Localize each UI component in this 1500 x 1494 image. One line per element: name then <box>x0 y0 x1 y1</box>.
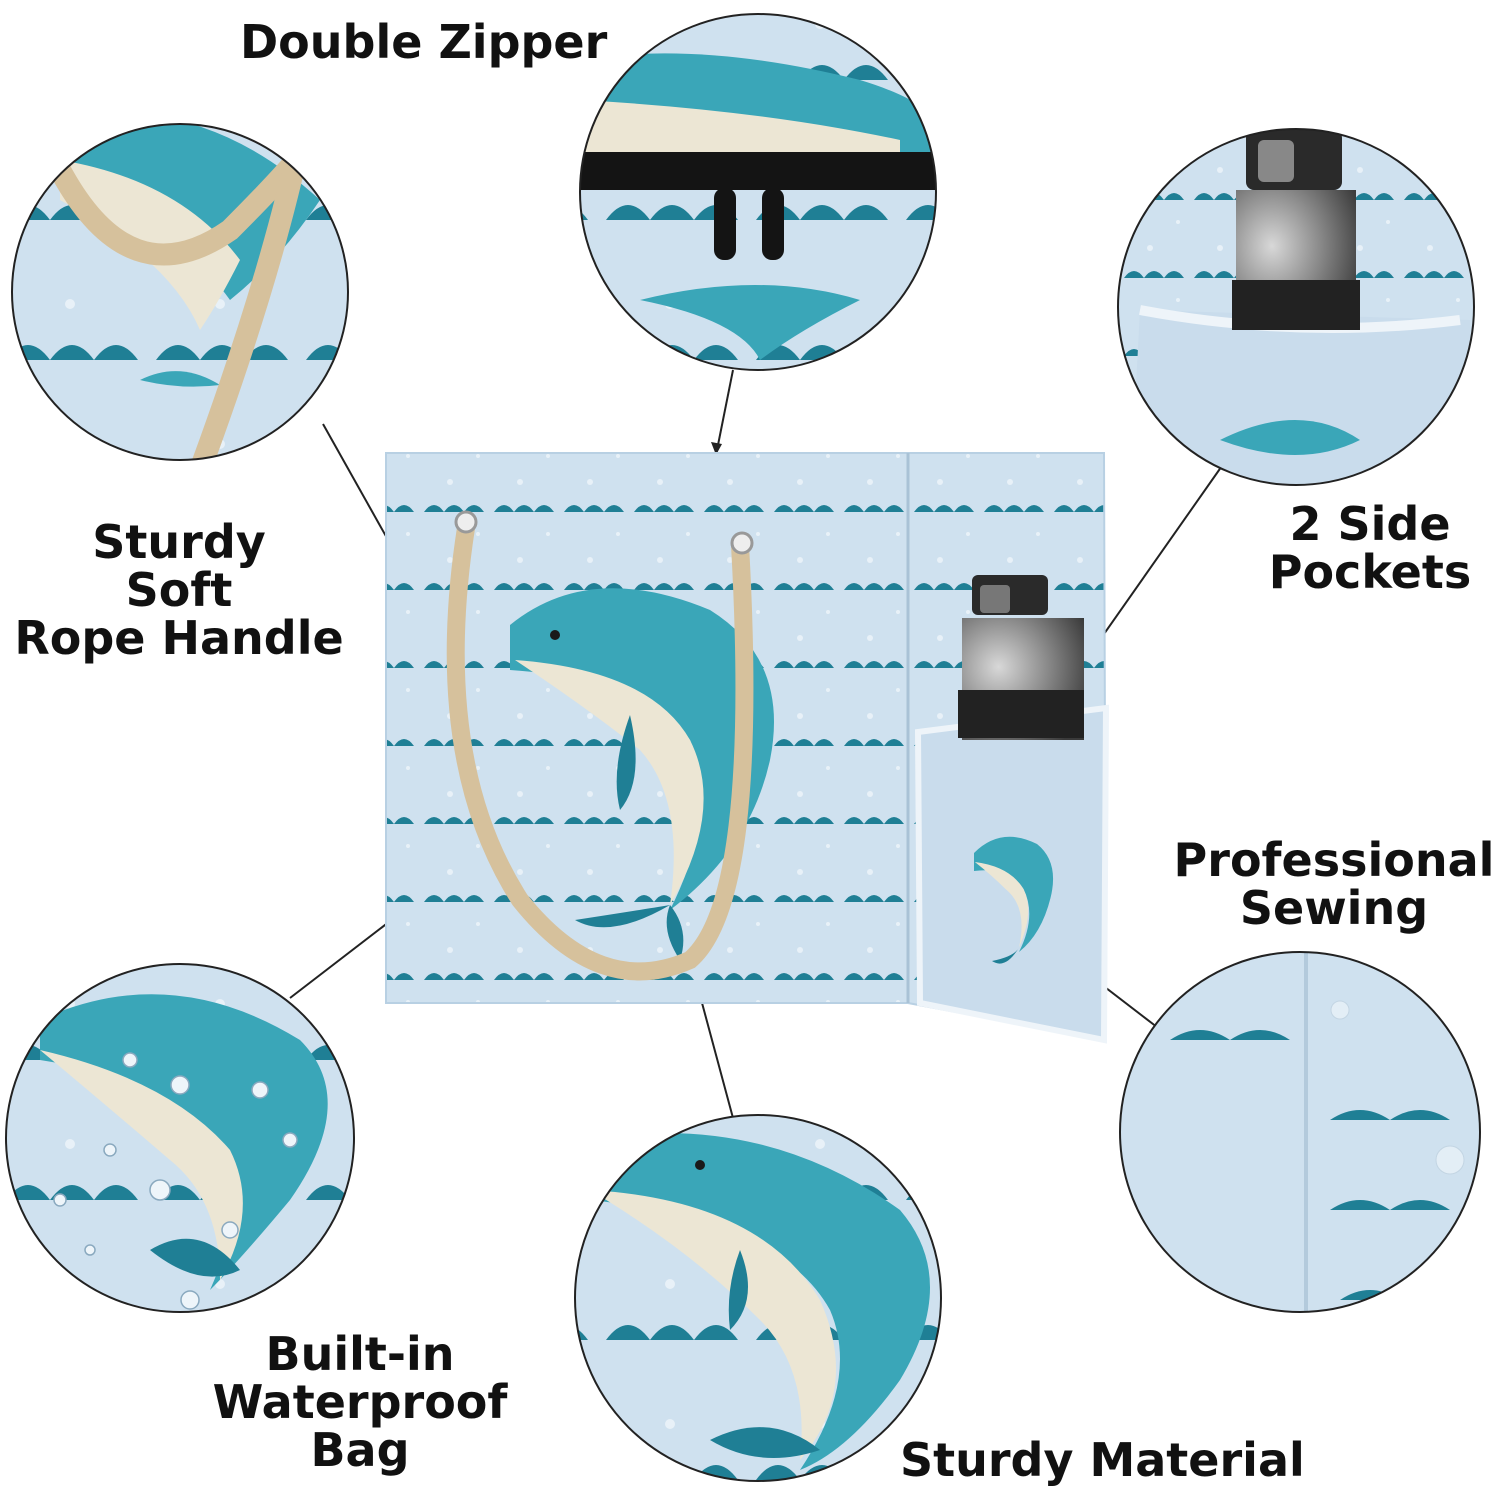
label-side-pockets: 2 Side Pockets <box>1255 500 1485 596</box>
detail-circle-material <box>575 1115 941 1481</box>
detail-circle-zipper <box>580 14 936 370</box>
pocket-dolphin-icon <box>974 836 1054 964</box>
label-waterproof-bag: Built-in Waterproof Bag <box>200 1330 520 1474</box>
label-professional-sewing: Professional Sewing <box>1170 836 1498 932</box>
detail-circle-rope <box>12 124 348 460</box>
label-rope-handle-line1: Sturdy <box>92 515 266 569</box>
label-side-pockets-line2: Pockets <box>1268 545 1472 599</box>
label-double-zipper: Double Zipper <box>240 18 607 66</box>
water-droplets-icon <box>53 1052 298 1310</box>
detail-circle-water <box>6 964 354 1312</box>
label-sturdy-material-text: Sturdy Material <box>900 1433 1305 1487</box>
zipper-track <box>580 152 936 190</box>
label-waterproof-bag-line2: Waterproof <box>212 1375 508 1429</box>
front-dolphin-icon <box>510 588 774 960</box>
label-waterproof-bag-line1: Built-in <box>265 1327 455 1381</box>
label-professional-sewing-line2: Sewing <box>1239 881 1429 935</box>
label-sturdy-material: Sturdy Material <box>900 1436 1305 1484</box>
double-zipper-icon <box>714 160 784 260</box>
label-side-pockets-line1: 2 Side <box>1289 497 1451 551</box>
detail-circle-pocket <box>1118 129 1474 485</box>
rope-handle-icon <box>446 519 754 981</box>
water-bottle-icon <box>1232 130 1360 330</box>
label-rope-handle: Sturdy Soft Rope Handle <box>4 518 354 662</box>
label-professional-sewing-line1: Professional <box>1173 833 1495 887</box>
label-waterproof-bag-line3: Bag <box>310 1423 410 1477</box>
label-rope-handle-line2: Soft <box>125 563 233 617</box>
tote-bag <box>385 452 1110 1044</box>
label-rope-handle-line3: Rope Handle <box>14 611 344 665</box>
water-bottle-icon <box>958 575 1084 740</box>
detail-circle-sewing <box>1120 952 1480 1312</box>
label-double-zipper-text: Double Zipper <box>240 15 608 69</box>
pointer-line-zipper <box>715 369 734 456</box>
